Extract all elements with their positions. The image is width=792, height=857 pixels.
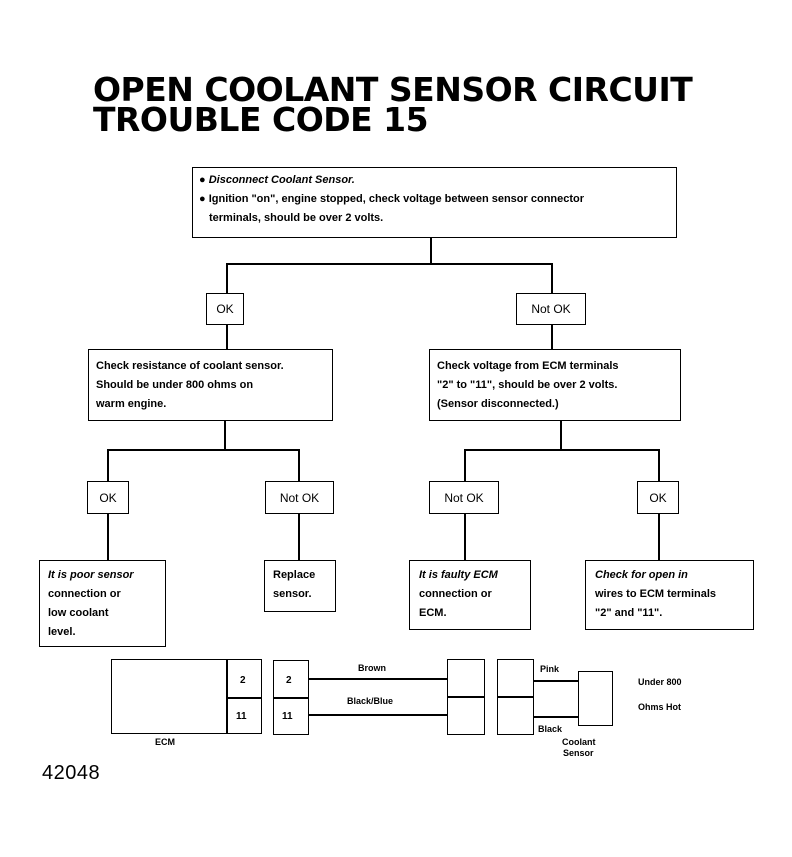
check-resistance-line1: Check resistance of coolant sensor. [96,360,284,372]
sensor-label-2: Sensor [563,748,594,758]
ecm-label: ECM [155,737,175,747]
not-ok-label: Not OK [265,481,334,514]
sensor-spec-2: Ohms Hot [638,702,682,712]
result1-line3: low coolant [48,607,109,619]
wire-black-blue [309,714,447,716]
connector [464,449,659,451]
connector [298,514,300,560]
connector [658,514,660,560]
connector [551,325,553,349]
result2-line1: Replace [273,569,316,581]
result1-line1: It is poor sensor [48,569,134,581]
page-subtitle: TROUBLE CODE 15 [93,100,429,139]
connector [464,449,466,481]
result4-line3: "2" and "11". [595,607,663,619]
check-voltage-line2: "2" to "11", should be over 2 volts. [437,379,618,391]
figure-number: 42048 [42,762,101,784]
ecm-block [111,659,262,734]
check-resistance-line3: warm engine. [96,398,167,410]
connector [551,263,553,293]
result3-line1: It is faulty ECM [419,569,498,581]
connector [430,238,432,264]
sensor-spec-1: Under 800 [638,677,682,687]
wire-black-label: Black [538,724,563,734]
connector-terminal-11: 11 [282,711,293,722]
not-ok-label: Not OK [429,481,499,514]
ok-label: OK [87,481,129,514]
connector [107,449,299,451]
connector [226,263,228,293]
result1-line2: connection or [48,588,121,600]
check-voltage-line1: Check voltage from ECM terminals [437,360,619,372]
result-faulty-ecm-box: It is faulty ECM connection or ECM. [409,560,531,630]
sensor-connector-divider [497,696,534,698]
check-resistance-line2: Should be under 800 ohms on [96,379,254,391]
connector [107,449,109,481]
ok-label: OK [637,481,679,514]
ecm-terminal-divider [226,697,262,699]
connector [107,514,109,560]
coolant-sensor-block [578,671,613,726]
wire-brown-label: Brown [358,663,386,673]
connector [298,449,300,481]
wire-pink [534,680,578,682]
check-resistance-box: Check resistance of coolant sensor. Shou… [88,349,333,421]
ecm-connector-divider [273,697,309,699]
step-start-line2: Ignition "on", engine stopped, check vol… [208,193,585,205]
connector [224,421,226,450]
connector [560,421,562,450]
not-ok-label: Not OK [516,293,586,325]
connector [226,263,552,265]
step-start-box: ● Disconnect Coolant Sensor. ● Ignition … [192,167,677,238]
result-replace-sensor-box: Replace sensor. [264,560,336,612]
connector [226,325,228,349]
harness-connector-divider [447,696,485,698]
sensor-label-1: Coolant [562,737,596,747]
bullet-icon: ● [199,193,209,205]
result2-line2: sensor. [273,588,312,600]
connector [464,514,466,560]
result3-line3: ECM. [419,607,447,619]
result3-line2: connection or [419,588,492,600]
wire-black-blue-label: Black/Blue [347,696,394,706]
connector-terminal-2: 2 [286,675,292,686]
ecm-terminal-divider [226,659,228,734]
check-voltage-line3: (Sensor disconnected.) [437,398,559,410]
step-start-line1: Disconnect Coolant Sensor. [208,174,355,186]
ok-label: OK [206,293,244,325]
bullet-icon: ● [199,174,209,186]
ecm-terminal-2: 2 [240,675,246,686]
check-voltage-box: Check voltage from ECM terminals "2" to … [429,349,681,421]
result-poor-connection-box: It is poor sensor connection or low cool… [39,560,166,647]
wire-black [534,716,578,718]
result1-line4: level. [48,626,76,638]
result4-line1: Check for open in [595,569,688,581]
result-check-open-box: Check for open in wires to ECM terminals… [585,560,754,630]
page-title: OPEN COOLANT SENSOR CIRCUIT [93,70,693,109]
wire-brown [309,678,447,680]
ecm-terminal-11: 11 [236,711,247,722]
connector [658,449,660,481]
wire-pink-label: Pink [540,664,560,674]
result4-line2: wires to ECM terminals [595,588,717,600]
step-start-line3: terminals, should be over 2 volts. [209,212,384,224]
